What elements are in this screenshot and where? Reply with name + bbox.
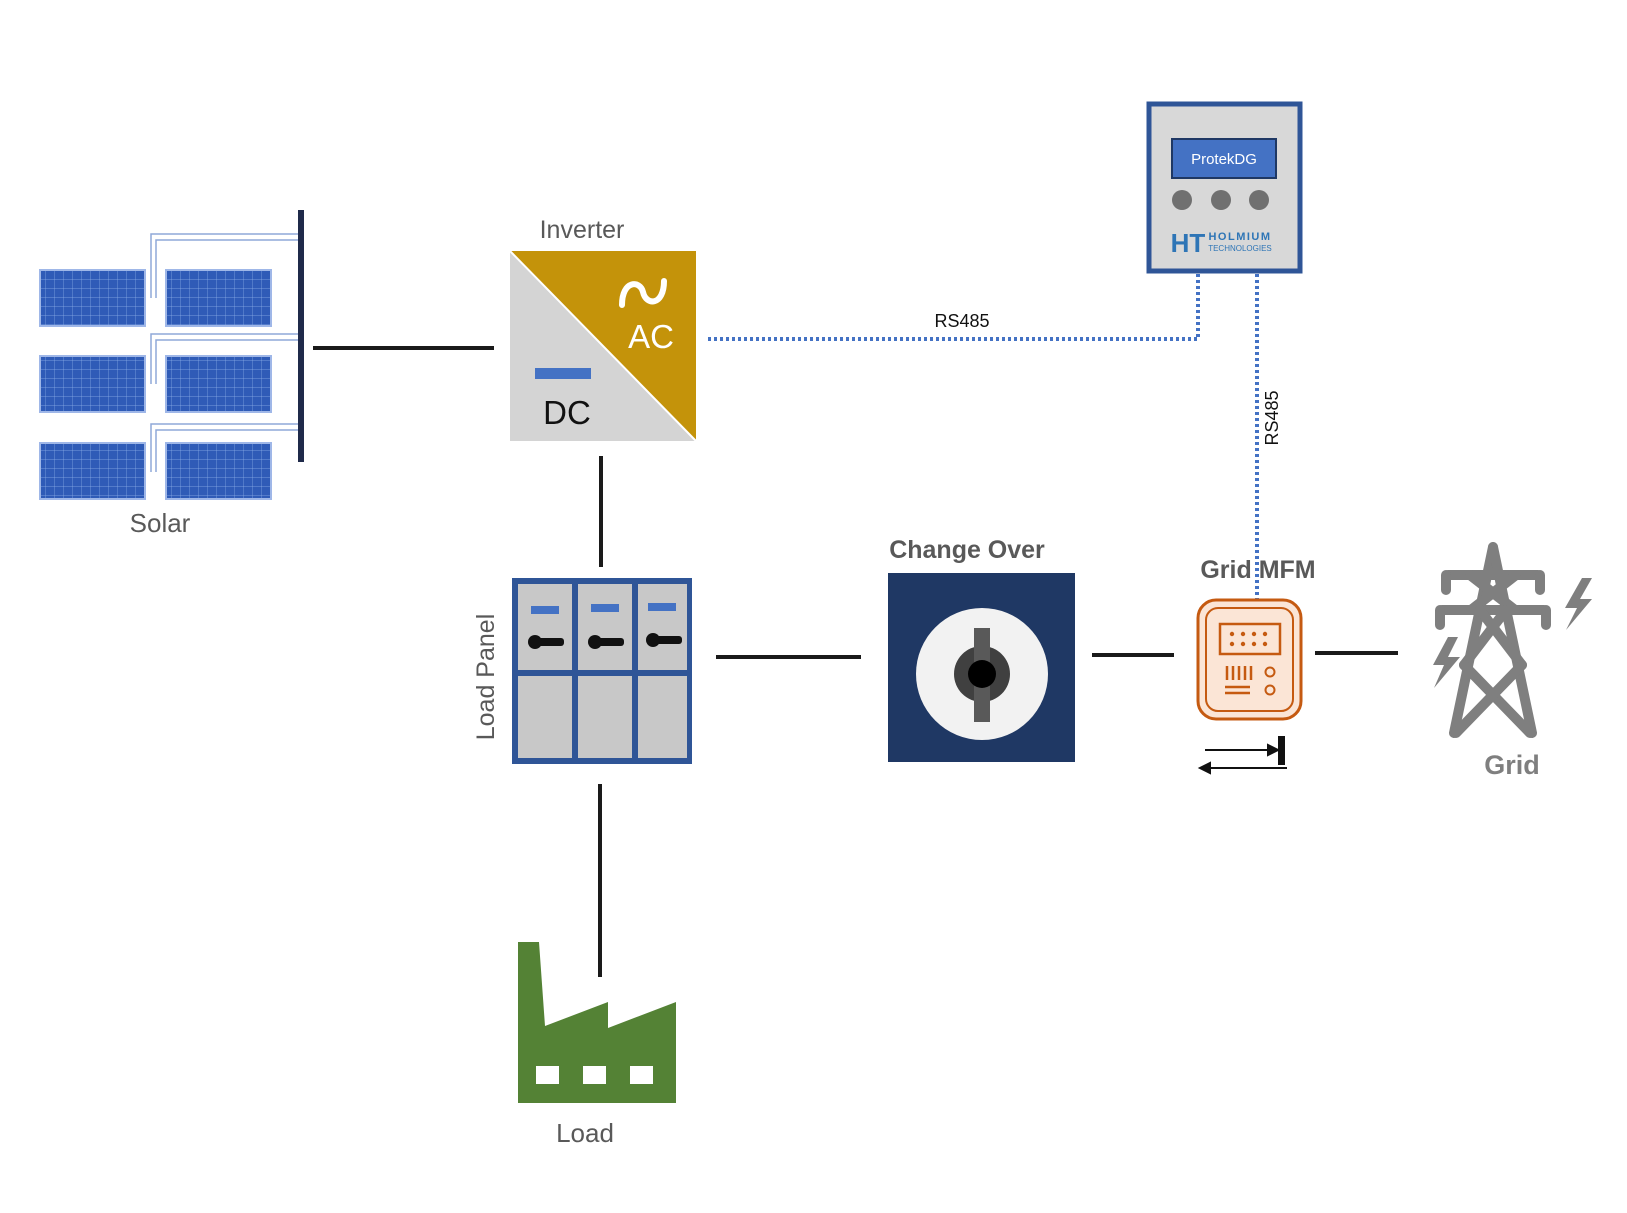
load-label: Load	[556, 1118, 614, 1148]
rs485-label-mfm: RS485	[1262, 390, 1282, 445]
mfm-display	[1218, 622, 1282, 656]
factory-window	[630, 1066, 653, 1084]
controller-button	[1249, 190, 1269, 210]
ac-sine-icon	[619, 278, 667, 308]
factory-window	[583, 1066, 606, 1084]
breaker-indicator	[531, 606, 559, 614]
solar-label: Solar	[130, 508, 191, 538]
load-panel-label: Load Panel	[472, 614, 500, 741]
controller-screen	[1171, 138, 1277, 179]
change-over-switch	[888, 573, 1075, 762]
lightning-bolt-icon	[1433, 637, 1460, 688]
controller-button	[1172, 190, 1192, 210]
load-panel	[512, 578, 692, 764]
holmium-brand-subtitle: TECHNOLOGIES	[1208, 244, 1272, 253]
controller-screen-text: ProtekDG	[1191, 151, 1257, 168]
change-over-label: Change Over	[889, 536, 1045, 564]
grid-mfm-label: Grid MFM	[1200, 556, 1315, 584]
holmium-brand-name: HOLMIUM	[1208, 231, 1271, 243]
holmium-logo-mark: HT	[1171, 228, 1206, 258]
grid-mfm-meter	[1196, 598, 1303, 721]
inverter-label: Inverter	[540, 216, 625, 244]
controller-button	[1211, 190, 1231, 210]
bidirectional-arrows-icon	[1197, 736, 1287, 775]
solar-string-wiring	[150, 233, 300, 472]
solar-array	[39, 210, 304, 500]
solar-busbar	[298, 210, 304, 462]
solar-panel	[39, 442, 146, 500]
solar-panel	[165, 442, 272, 500]
factory-icon	[518, 942, 676, 1103]
breaker-indicator	[648, 603, 676, 611]
breaker-indicator	[591, 604, 619, 612]
power-connections	[313, 346, 1398, 977]
rs485-link-inverter	[708, 274, 1200, 341]
lightning-bolt-icon	[1565, 578, 1592, 630]
grid-label: Grid	[1484, 750, 1540, 780]
solar-panel	[39, 355, 146, 413]
grid-tower-icon	[1435, 542, 1551, 738]
factory-window	[536, 1066, 559, 1084]
dc-bar-icon	[535, 368, 591, 379]
inverter	[509, 250, 697, 442]
inverter-dc-label: DC	[543, 394, 591, 431]
rs485-label-inverter: RS485	[934, 311, 989, 331]
breaker-switch-icon	[646, 633, 682, 647]
breaker-switch-icon	[528, 635, 564, 649]
solar-panel	[165, 355, 272, 413]
breaker-switch-icon	[588, 635, 624, 649]
solar-panel	[39, 269, 146, 327]
protekdg-controller	[1146, 101, 1303, 274]
solar-panel	[165, 269, 272, 327]
inverter-ac-label: AC	[628, 318, 674, 355]
